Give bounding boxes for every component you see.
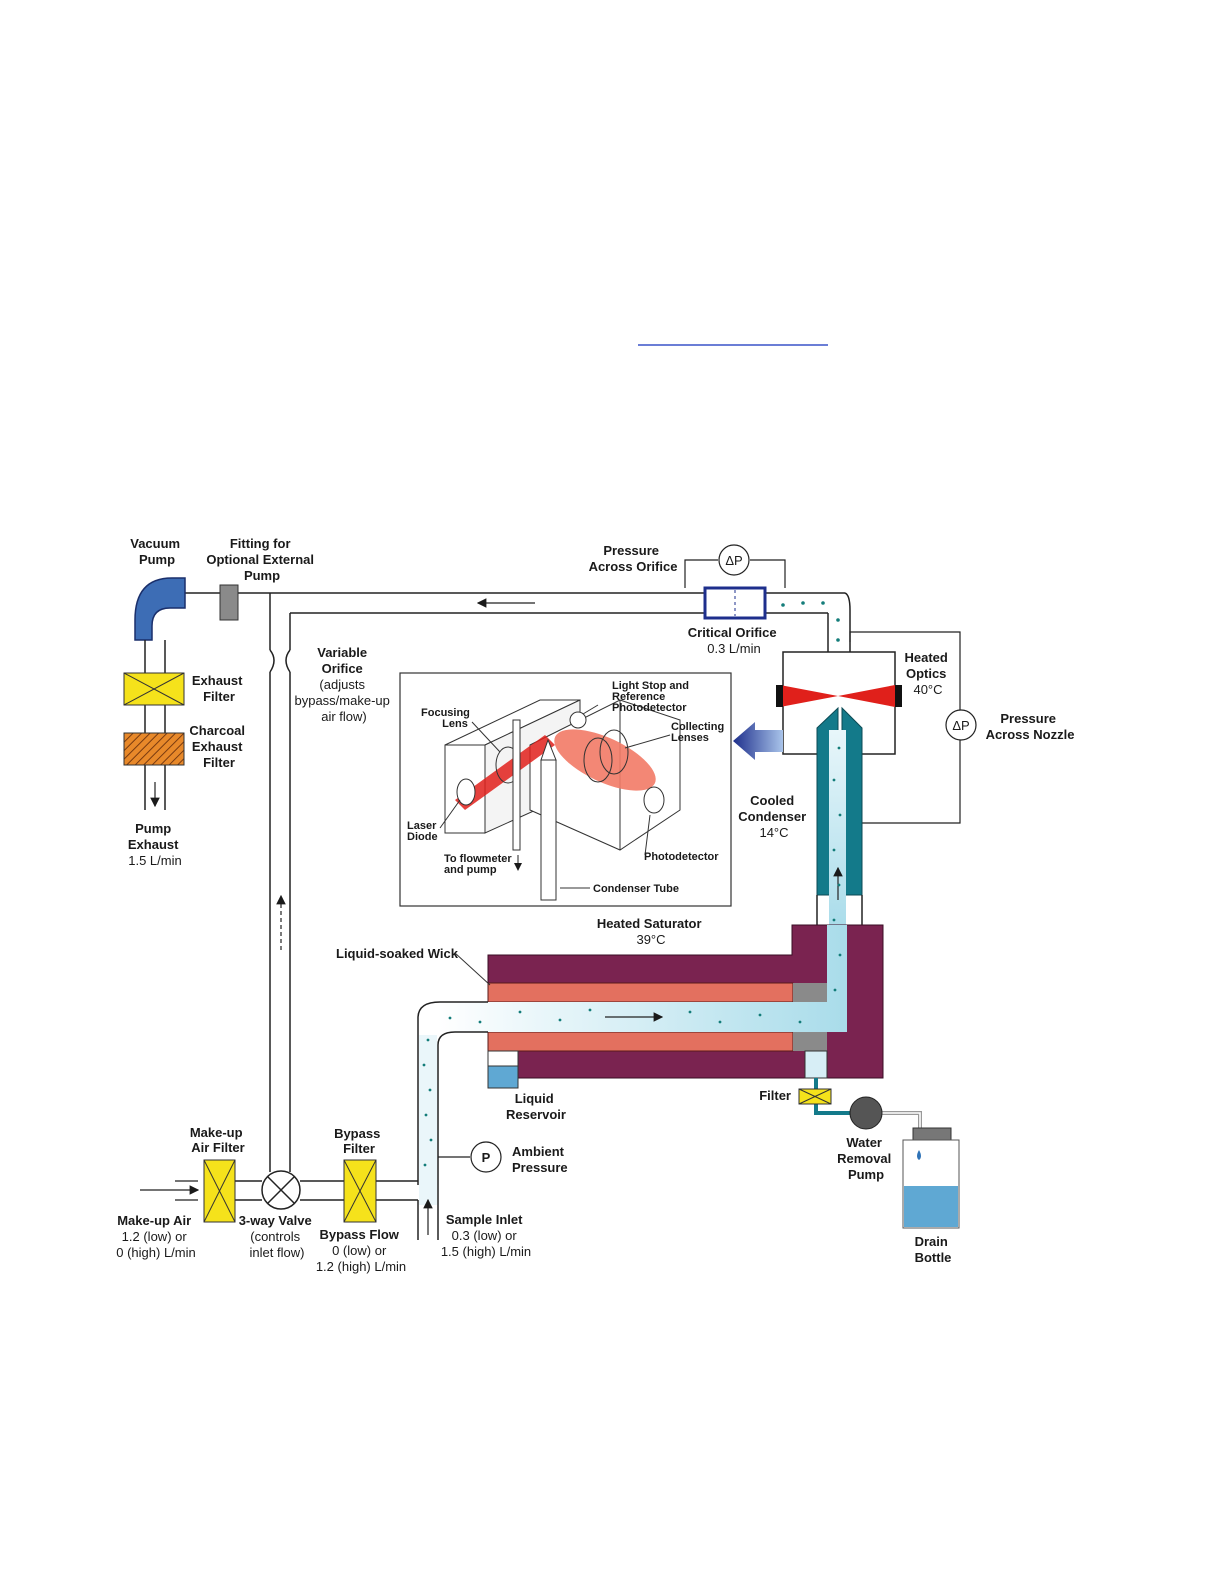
makeup-filter-icon (203, 1159, 236, 1223)
bypass-return-line (269, 593, 291, 1172)
inset-collecting-lenses-label: Collecting Lenses (671, 721, 727, 744)
inset-laser-diode-label: Laser Diode (407, 820, 439, 843)
cooled-condenser-label: Cooled Condenser 14°C (738, 793, 810, 840)
nozzle-pressure-line (849, 631, 977, 824)
pump-exhaust-label: Pump Exhaust 1.5 L/min (128, 821, 182, 868)
inset-flowmeter-label: To flowmeter and pump (444, 853, 515, 876)
inset-light-stop-label: Light Stop and Reference Photodetector (612, 680, 692, 714)
three-way-valve-icon (261, 1170, 301, 1210)
nozzle-dp-symbol: ΔP (952, 718, 969, 733)
vacuum-pump-icon (134, 577, 186, 641)
variable-orifice-label: Variable Orifice (adjusts bypass/make-up… (294, 645, 393, 724)
vacuum-pump-label: Vacuum Pump (130, 536, 183, 567)
heated-optics-label: Heated Optics 40°C (905, 650, 952, 697)
orifice-dp-symbol: ΔP (725, 553, 742, 568)
sample-inlet-pipe (417, 1001, 502, 1235)
orifice-pressure-line (684, 544, 786, 588)
labels-layer: Vacuum Pump Fitting for Optional Externa… (116, 536, 1074, 1274)
makeup-filter-label: Make-up Air Filter (190, 1125, 246, 1155)
bypass-flow-label: Bypass Flow 0 (low) or 1.2 (high) L/min (316, 1227, 406, 1274)
charcoal-filter-label: Charcoal Exhaust Filter (189, 723, 248, 770)
sample-inlet-label: Sample Inlet 0.3 (low) or 1.5 (high) L/m… (441, 1212, 531, 1259)
pressure-orifice-label: Pressure Across Orifice (589, 543, 678, 574)
ambient-p-symbol: P (482, 1150, 491, 1165)
pressure-nozzle-label: Pressure Across Nozzle (986, 711, 1075, 742)
water-removal-pump-icon (849, 1096, 883, 1130)
outflow-arrow-icon (733, 722, 783, 760)
heated-saturator-label: Heated Saturator 39°C (597, 916, 705, 947)
makeup-air-label: Make-up Air 1.2 (low) or 0 (high) L/min (116, 1213, 195, 1260)
external-pump-fitting (219, 584, 239, 621)
charcoal-filter-icon (123, 732, 185, 766)
liquid-reservoir-label: Liquid Reservoir (506, 1091, 566, 1122)
inset-photodetector-label: Photodetector (644, 851, 719, 863)
drain-filter-label: Filter (759, 1088, 791, 1103)
heated-saturator (438, 924, 884, 1089)
makeup-manifold (140, 1180, 439, 1240)
bypass-filter-icon (343, 1159, 377, 1223)
wick-label: Liquid-soaked Wick (336, 946, 459, 961)
particle-dots-flow (422, 746, 842, 1167)
fitting-label: Fitting for Optional External Pump (206, 536, 317, 583)
exhaust-line (144, 640, 166, 810)
ambient-pressure-label: Ambient Pressure (512, 1144, 568, 1175)
exhaust-filter-label: Exhaust Filter (192, 673, 246, 704)
inset-condenser-tube-label: Condenser Tube (593, 883, 679, 895)
drain-bottle-icon (902, 1127, 960, 1229)
exhaust-filter-icon (123, 672, 185, 706)
three-way-valve-label: 3-way Valve (controls inlet flow) (239, 1213, 316, 1260)
drain-filter-icon (798, 1088, 832, 1105)
bypass-filter-label: Bypass Filter (334, 1126, 384, 1156)
drain-line (814, 1078, 922, 1130)
water-removal-label: Water Removal Pump (837, 1135, 895, 1182)
inset-focusing-lens-label: Focusing Lens (421, 707, 473, 730)
cooled-condenser (816, 706, 863, 930)
critical-orifice-icon (703, 586, 767, 620)
drain-bottle-label: Drain Bottle (915, 1234, 952, 1265)
critical-orifice-label: Critical Orifice 0.3 L/min (688, 625, 781, 656)
optics-detail-inset (399, 672, 732, 907)
